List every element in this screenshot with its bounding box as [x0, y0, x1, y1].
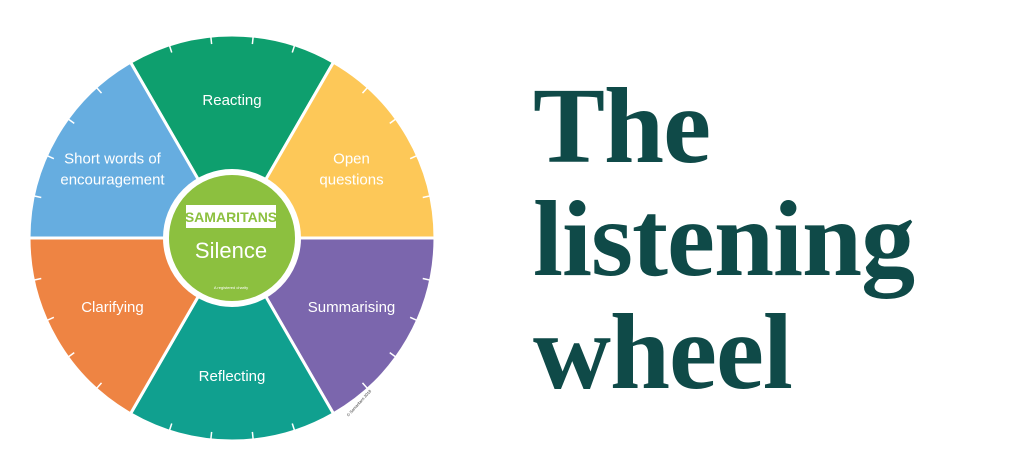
samaritans-logo: [186, 205, 276, 228]
title-line-3: wheel: [533, 293, 793, 412]
rim-tick: [210, 37, 213, 45]
segment-label: Reacting: [202, 92, 261, 109]
segment-label-line: Open: [333, 151, 370, 168]
charity-small-text: A registered charity: [214, 285, 248, 290]
segment-label-line: Summarising: [308, 299, 396, 316]
wheel-segment: [128, 235, 336, 443]
rim-tick: [96, 382, 103, 389]
rim-tick: [409, 316, 417, 321]
rim-tick: [251, 431, 254, 439]
rim-tick: [291, 423, 296, 431]
segment-label: Reflecting: [199, 368, 266, 385]
rim-tick: [422, 277, 430, 281]
wheel-segment: [128, 33, 336, 242]
rim-tick: [68, 352, 75, 358]
rim-tick: [34, 277, 42, 281]
rim-tick: [168, 45, 173, 53]
segment-label: Clarifying: [81, 299, 144, 316]
segment-label-line: Short words of: [64, 151, 162, 168]
title-line-2: listening: [533, 180, 915, 299]
rim-tick: [96, 87, 103, 94]
rim-tick: [168, 423, 173, 431]
rim-tick: [68, 118, 75, 124]
title-line-1: The: [533, 67, 711, 186]
wheel-center: SAMARITANS Silence A registered charity: [163, 169, 301, 307]
segment-label-line: questions: [319, 172, 383, 189]
rim-tick: [210, 431, 213, 439]
rim-ticks: [34, 37, 430, 439]
rim-tick: [409, 155, 417, 160]
segment-label: Summarising: [308, 299, 396, 316]
rim-tick: [389, 118, 396, 124]
rim-tick: [47, 155, 55, 160]
rim-tick: [47, 316, 55, 321]
segment-label-line: Reflecting: [199, 368, 266, 385]
center-label-silence: Silence: [195, 238, 267, 263]
rim-tick: [291, 45, 296, 53]
segment-label-line: Clarifying: [81, 299, 144, 316]
rim-tick: [361, 382, 368, 389]
segment-label: Open questions: [319, 151, 383, 189]
segment-label-line: Reacting: [202, 92, 261, 109]
rim-tick: [34, 195, 42, 199]
rim-tick: [422, 195, 430, 199]
segment-label-line: encouragement: [60, 172, 165, 189]
rim-tick: [361, 87, 368, 94]
samaritans-logo-text: SAMARITANS: [185, 209, 277, 225]
rim-tick: [251, 37, 254, 45]
segment-label: Short words of encouragement: [60, 151, 165, 189]
page-title: The listening wheel: [533, 67, 915, 412]
rim-tick: [389, 352, 396, 358]
